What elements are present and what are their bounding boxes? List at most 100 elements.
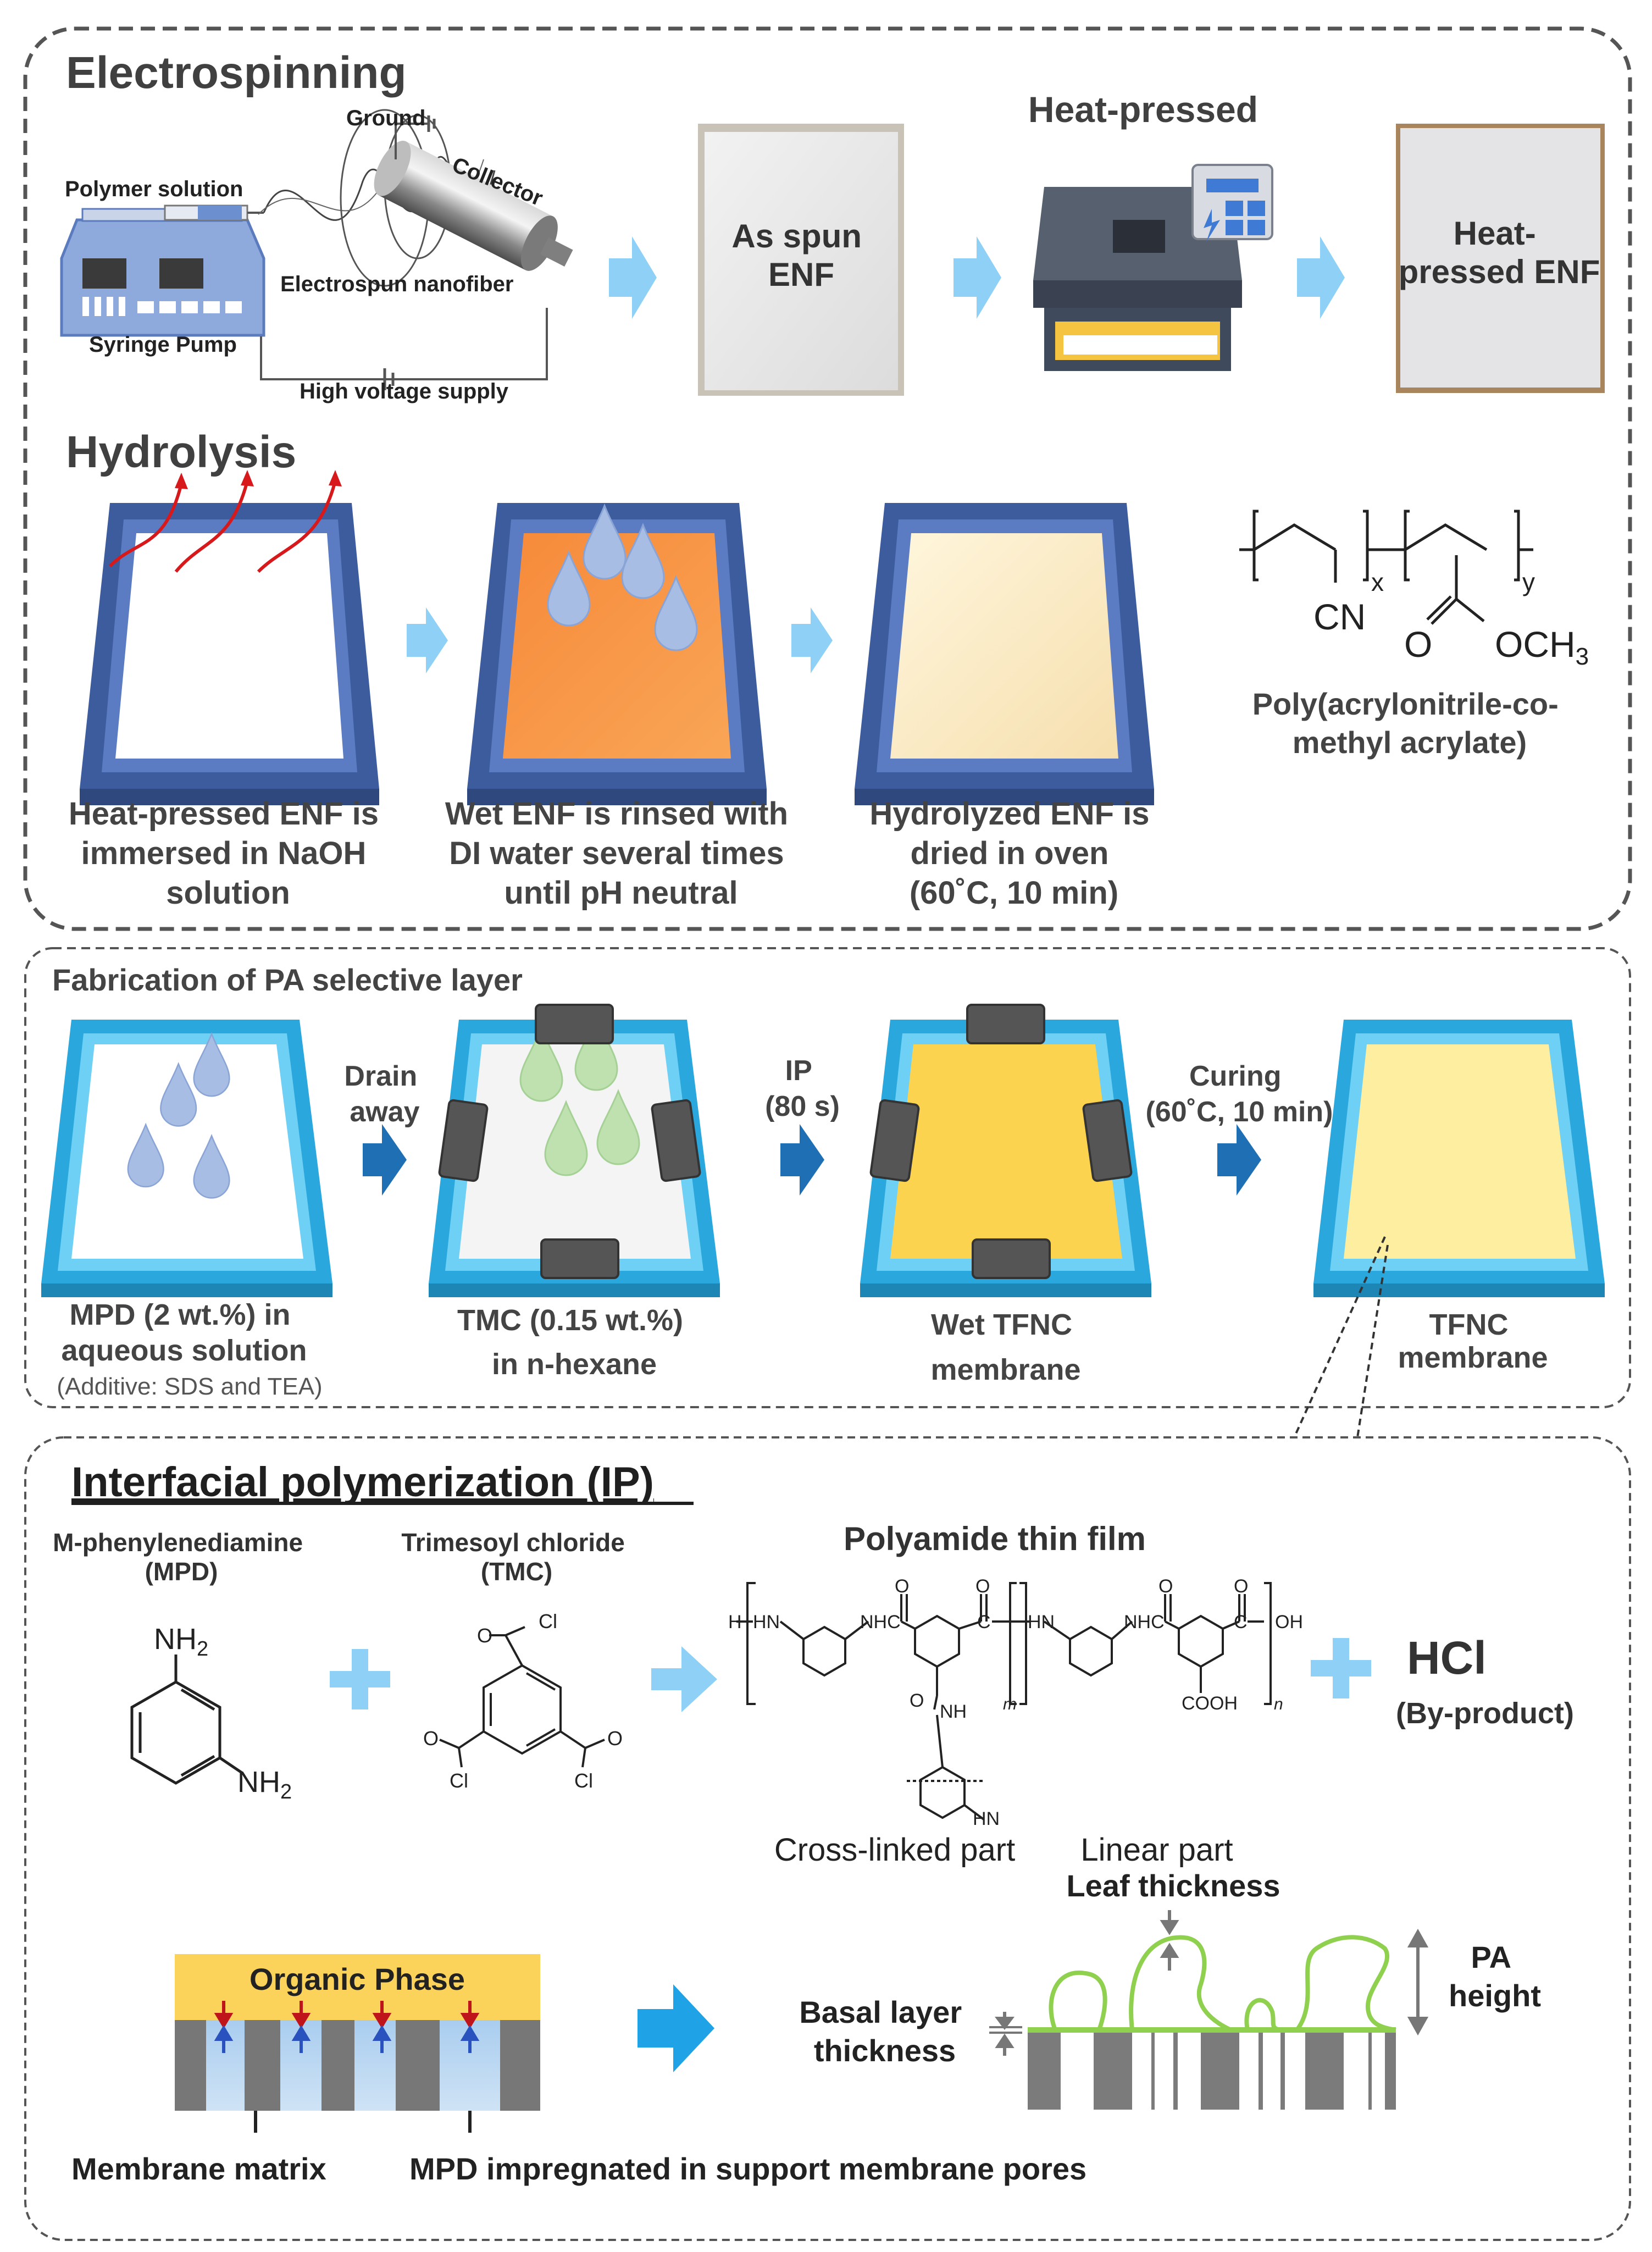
heat-pressed-title: Heat-pressed xyxy=(1028,89,1258,130)
pa-nhc-2: NHC xyxy=(1124,1612,1165,1633)
label-electrospun-nanofiber: Electrospun nanofiber xyxy=(280,272,514,296)
pa-o-3: O xyxy=(1158,1576,1173,1597)
label-polymer-solution: Polymer solution xyxy=(65,177,243,201)
mpd-structure xyxy=(130,1655,243,1785)
pa-c-1: C xyxy=(977,1612,991,1633)
pa-o-4: O xyxy=(1234,1576,1248,1597)
hydrolysis-step-3: Hydrolyzed ENF is dried in oven (60˚C, 1… xyxy=(869,796,1158,911)
structure-cn: CN xyxy=(1313,596,1366,637)
organic-phase-diagram xyxy=(175,1954,540,2133)
fabrication-tray-tfnc xyxy=(1313,1020,1605,1297)
fabrication-title: Fabrication of PA selective layer xyxy=(52,962,523,997)
tmc-cl-left: Cl xyxy=(450,1769,468,1792)
membrane-matrix-label: Membrane matrix xyxy=(71,2151,326,2186)
heat-pressed-enf-photo xyxy=(1396,124,1605,393)
pa-height-label: PA height xyxy=(1449,1940,1541,2013)
structure-x: x xyxy=(1371,568,1384,596)
polyamide-structure xyxy=(736,1582,1272,1821)
pa-oh: OH xyxy=(1275,1612,1303,1633)
label-high-voltage-supply: High voltage supply xyxy=(300,379,509,403)
as-spun-label: As spun ENF xyxy=(731,218,871,293)
pa-nh: NH xyxy=(940,1701,967,1722)
pa-nhc-1: NHC xyxy=(860,1612,901,1633)
zoom-connector xyxy=(1293,1236,1389,1438)
hydrolysis-step-2: Wet ENF is rinsed with DI water several … xyxy=(445,796,797,911)
polymer-name: Poly(acrylonitrile-co- methyl acrylate) xyxy=(1252,687,1567,760)
tmc-name: Trimesoyl chloride (TMC) xyxy=(401,1528,631,1586)
byproduct-label: (By-product) xyxy=(1396,1697,1574,1730)
polyamide-title: Polyamide thin film xyxy=(844,1520,1146,1557)
arrow-to-pa-layer xyxy=(637,1984,714,2072)
arrow-hydrolysis-2 xyxy=(791,607,833,673)
arrow-ip xyxy=(780,1124,824,1196)
top-panel-border xyxy=(23,26,1632,931)
mpd-name: M-phenylenediamine (MPD) xyxy=(53,1528,310,1586)
mpd-nh2-top: NH2 xyxy=(154,1623,208,1661)
mpd-impregnated-label: MPD impregnated in support membrane pore… xyxy=(409,2151,1086,2186)
fabrication-step-2: TMC (0.15 wt.%) in n-hexane xyxy=(457,1304,691,1381)
label-syringe-pump: Syringe Pump xyxy=(89,333,237,357)
arrow-label-ip: IP (80 s) xyxy=(765,1055,840,1122)
hydrolysis-step-1: Heat-pressed ENF is immersed in NaOH sol… xyxy=(69,796,387,911)
electrospinning-title: Electrospinning xyxy=(66,48,407,98)
organic-phase-label: Organic Phase xyxy=(250,1962,465,1996)
as-spun-enf-photo xyxy=(698,124,904,396)
heat-arrows-icon xyxy=(108,480,337,573)
pa-o-2: O xyxy=(975,1576,990,1597)
structure-o: O xyxy=(1404,624,1432,665)
hydrolysis-tray-1 xyxy=(80,503,379,805)
linear-label: Linear part xyxy=(1080,1832,1233,1868)
hydrolysis-title: Hydrolysis xyxy=(66,427,296,477)
fabrication-step-4: TFNC membrane xyxy=(1398,1308,1548,1374)
hcl-label: HCl xyxy=(1407,1632,1487,1684)
leaf-thickness-label: Leaf thickness xyxy=(1066,1868,1280,1903)
cross-linked-label: Cross-linked part xyxy=(774,1832,1015,1868)
tmc-cl-right: Cl xyxy=(574,1769,593,1792)
heat-press-machine-icon xyxy=(1033,164,1273,371)
pa-hn-3: HN xyxy=(973,1808,1000,1829)
pa-c-2: C xyxy=(1234,1612,1248,1633)
tmc-o-top: O xyxy=(477,1624,492,1647)
fabrication-step-3: Wet TFNC membrane xyxy=(930,1308,1080,1386)
arrow-to-polyamide xyxy=(651,1646,717,1712)
fabrication-step-1: MPD (2 wt.%) in aqueous solution xyxy=(61,1298,307,1367)
pa-o-1: O xyxy=(895,1576,909,1597)
arrow-to-as-spun xyxy=(609,236,657,319)
fabrication-additive: (Additive: SDS and TEA) xyxy=(57,1373,322,1400)
structure-och: OCH3 xyxy=(1495,624,1589,670)
arrow-drain xyxy=(363,1124,407,1196)
ip-panel-border xyxy=(24,1436,1631,2241)
fabrication-panel-border xyxy=(24,947,1631,1408)
arrow-label-curing: Curing (60˚C, 10 min) xyxy=(1146,1060,1333,1128)
pan-ma-structure xyxy=(1239,510,1533,625)
tmc-o-left: O xyxy=(423,1727,439,1750)
tmc-structure xyxy=(439,1626,605,1768)
arrow-hydrolysis-1 xyxy=(407,607,448,673)
pa-o-5: O xyxy=(910,1690,924,1711)
fabrication-tray-mpd xyxy=(41,1020,332,1297)
tmc-cl-top: Cl xyxy=(539,1610,557,1633)
pa-hn-1: HN xyxy=(753,1612,780,1633)
mpd-nh2-bottom: NH2 xyxy=(237,1766,292,1803)
plus-icon-2 xyxy=(1311,1638,1371,1698)
arrow-label-drain: Drain away xyxy=(344,1060,425,1128)
structure-y: y xyxy=(1522,568,1535,596)
pa-m: m xyxy=(1003,1695,1017,1713)
pa-n: n xyxy=(1274,1695,1283,1713)
fabrication-tray-tmc xyxy=(429,1004,720,1297)
plus-icon-1 xyxy=(330,1649,390,1709)
arrow-curing xyxy=(1217,1124,1261,1196)
arrow-to-heat-press xyxy=(953,236,1001,319)
pa-hn-2: HN xyxy=(1028,1612,1055,1633)
fabrication-tray-wet-tfnc xyxy=(860,1004,1151,1297)
pa-h: H xyxy=(728,1612,742,1633)
label-ground: Ground xyxy=(346,106,425,130)
electrospinning-setup xyxy=(60,109,573,390)
hydrolysis-tray-2 xyxy=(467,503,767,805)
pa-cooh: COOH xyxy=(1182,1693,1238,1714)
ip-title: Interfacial polymerization (IP) xyxy=(71,1459,654,1506)
tmc-o-right: O xyxy=(607,1727,623,1750)
pa-layer-diagram xyxy=(989,1910,1429,2110)
heat-pressed-enf-label: Heat- pressed ENF xyxy=(1399,215,1600,290)
basal-layer-label: Basal layer thickness xyxy=(799,1995,970,2068)
